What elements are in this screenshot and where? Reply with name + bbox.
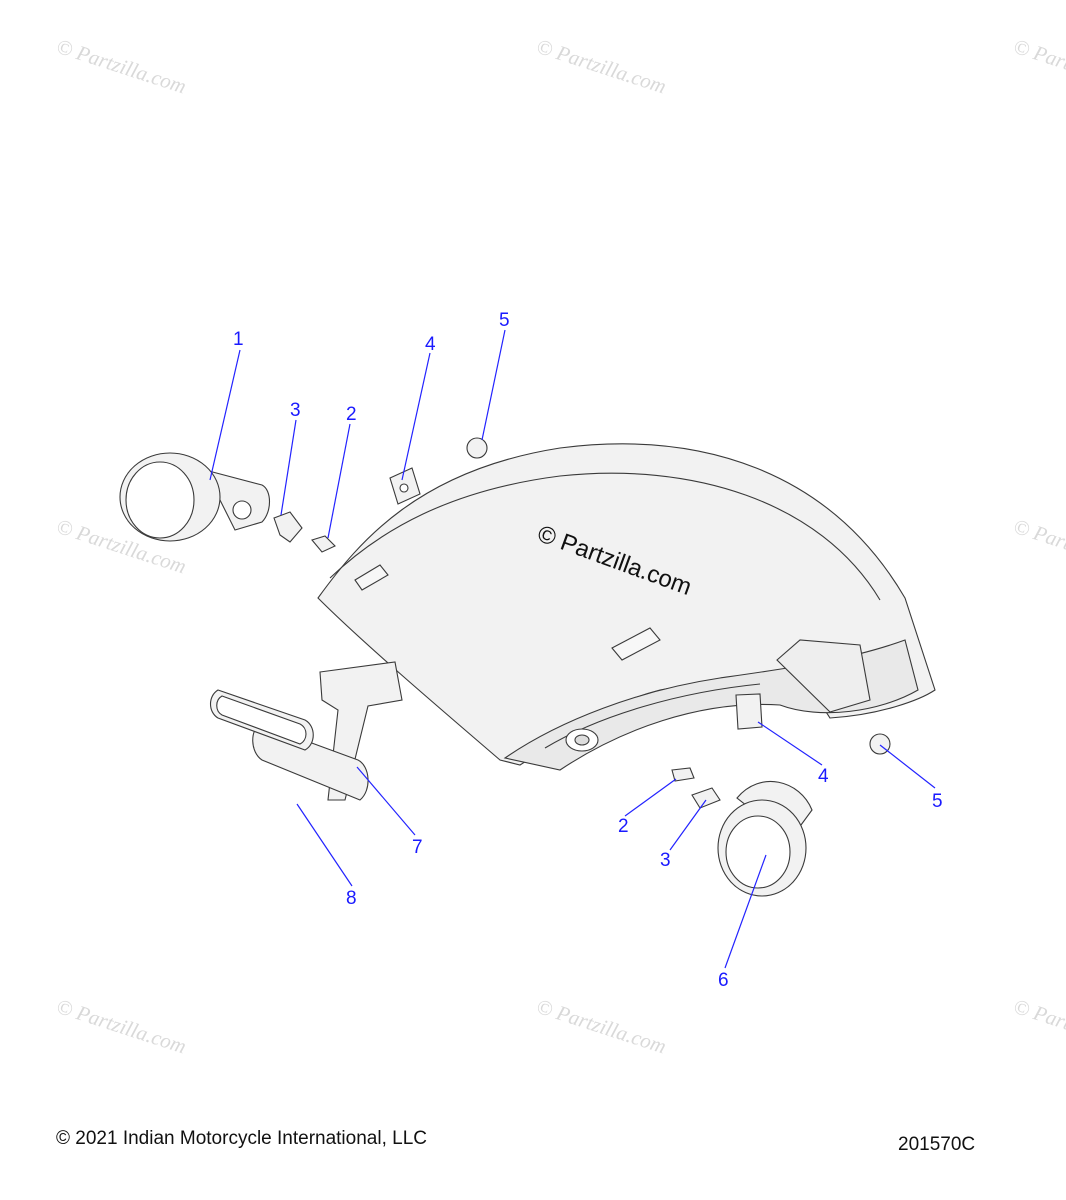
- watermark: © Partzilla.com: [533, 34, 669, 99]
- reflector: [209, 689, 314, 751]
- callout-2-left[interactable]: 2: [346, 404, 357, 425]
- leader-lines: [209, 329, 936, 969]
- callout-6[interactable]: 6: [718, 970, 729, 991]
- watermark: © Partzilla.com: [1010, 994, 1066, 1059]
- screw-right: [671, 767, 695, 782]
- nut-upper: [389, 467, 421, 505]
- callout-7[interactable]: 7: [412, 837, 423, 858]
- clip-left: [273, 511, 303, 543]
- turn-signal-left: [119, 452, 271, 542]
- callout-3-right[interactable]: 3: [660, 850, 671, 871]
- clip-right: [691, 787, 721, 809]
- watermark: © Partzilla.com: [53, 994, 189, 1059]
- watermark: © Partzilla.com: [53, 34, 189, 99]
- rivet-upper: [466, 437, 488, 459]
- diagram-code: 201570C: [898, 1134, 976, 1155]
- callout-4-lower[interactable]: 4: [818, 766, 829, 787]
- callout-4-upper[interactable]: 4: [425, 334, 436, 355]
- callout-2-right[interactable]: 2: [618, 816, 629, 837]
- screw-left: [311, 535, 336, 553]
- nut-lower: [735, 693, 763, 730]
- callout-1[interactable]: 1: [233, 329, 244, 350]
- turn-signal-right: [717, 781, 813, 897]
- watermark: © Partzilla.com: [533, 994, 669, 1059]
- rear-fender: [317, 443, 936, 771]
- watermark: © Partzilla.com: [1010, 514, 1066, 579]
- callouts: 1 3 2 4 5 4 5 2 3 6 7 8: [233, 310, 943, 991]
- callout-8[interactable]: 8: [346, 888, 357, 909]
- watermark: © Partzilla.com: [1010, 34, 1066, 99]
- callout-5-upper[interactable]: 5: [499, 310, 510, 331]
- license-bracket: [252, 661, 403, 801]
- copyright-notice: © 2021 Indian Motorcycle International, …: [56, 1128, 427, 1149]
- callout-5-lower[interactable]: 5: [932, 791, 943, 812]
- callout-3-left[interactable]: 3: [290, 400, 301, 421]
